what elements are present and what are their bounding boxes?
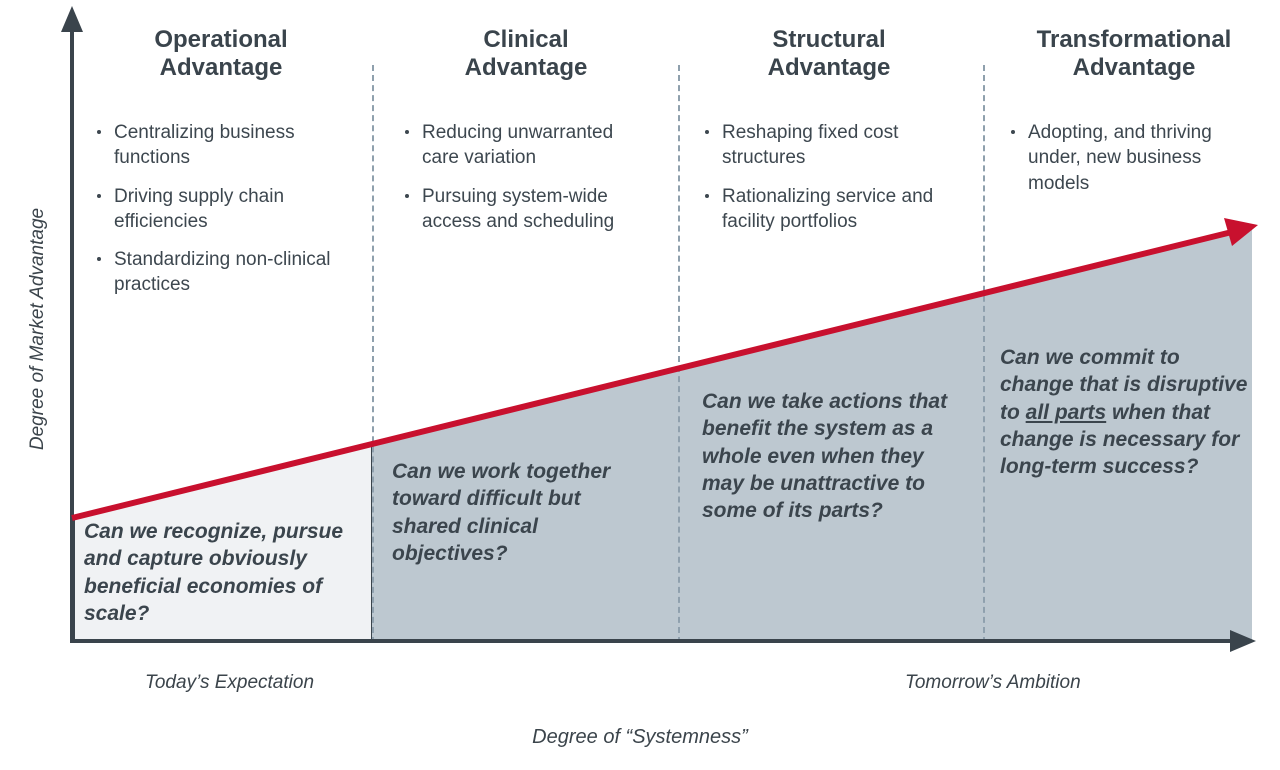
column-header-operational: Operational Advantage bbox=[92, 26, 350, 83]
list-item: Driving supply chain efficiencies bbox=[94, 184, 352, 235]
bullet-list-transformational: Adopting, and thriving under, new busine… bbox=[1008, 120, 1244, 209]
list-item: Adopting, and thriving under, new busine… bbox=[1008, 120, 1244, 196]
column-header-clinical: Clinical Advantage bbox=[392, 26, 660, 83]
question-operational: Can we recognize, pursue and capture obv… bbox=[84, 520, 344, 625]
question-structural: Can we take actions that benefit the sys… bbox=[702, 390, 948, 523]
column-header-structural-line2: Advantage bbox=[767, 54, 891, 82]
column-header-operational-line2: Advantage bbox=[159, 54, 283, 82]
question-transformational-part2: when that change is necessary for long-t… bbox=[1000, 400, 1240, 479]
question-transformational: Can we commit to change that is disrupti… bbox=[1000, 344, 1252, 480]
column-header-transformational-line1: Transformational bbox=[1036, 26, 1232, 53]
column-header-clinical-line1: Clinical bbox=[483, 26, 569, 53]
list-item: Standardizing non-clinical practices bbox=[94, 247, 352, 298]
bullet-list-clinical: Reducing unwarranted care variation Purs… bbox=[402, 120, 654, 247]
column-divider-3 bbox=[983, 65, 985, 643]
list-item: Rationalizing service and facility portf… bbox=[702, 184, 952, 235]
column-divider-1 bbox=[372, 65, 374, 643]
column-divider-2 bbox=[678, 65, 680, 643]
x-axis-title: Degree of “Systemness” bbox=[532, 726, 748, 748]
column-header-operational-line1: Operational bbox=[154, 26, 288, 53]
list-item: Centralizing business functions bbox=[94, 120, 352, 171]
y-axis-title: Degree of Market Advantage bbox=[27, 207, 48, 451]
question-clinical: Can we work together toward difficult bu… bbox=[392, 460, 611, 565]
question-transformational-emphasis: all parts bbox=[1025, 400, 1107, 424]
list-item: Reshaping fixed cost structures bbox=[702, 120, 952, 171]
x-axis-tick-right: Tomorrow’s Ambition bbox=[905, 672, 1081, 693]
column-header-transformational-line2: Advantage bbox=[1072, 54, 1196, 82]
column-header-structural-line1: Structural bbox=[772, 26, 886, 53]
column-header-transformational: Transformational Advantage bbox=[1000, 26, 1268, 83]
list-item: Pursuing system-wide access and scheduli… bbox=[402, 184, 654, 235]
x-axis-tick-left: Today’s Expectation bbox=[145, 672, 315, 693]
column-header-structural: Structural Advantage bbox=[700, 26, 958, 83]
bullet-list-operational: Centralizing business functions Driving … bbox=[94, 120, 352, 311]
column-header-clinical-line2: Advantage bbox=[464, 54, 588, 82]
question-transformational-part1: Can we commit to change that is disrupti… bbox=[1000, 346, 1248, 424]
list-item: Reducing unwarranted care variation bbox=[402, 120, 654, 171]
bullet-list-structural: Reshaping fixed cost structures Rational… bbox=[702, 120, 952, 247]
